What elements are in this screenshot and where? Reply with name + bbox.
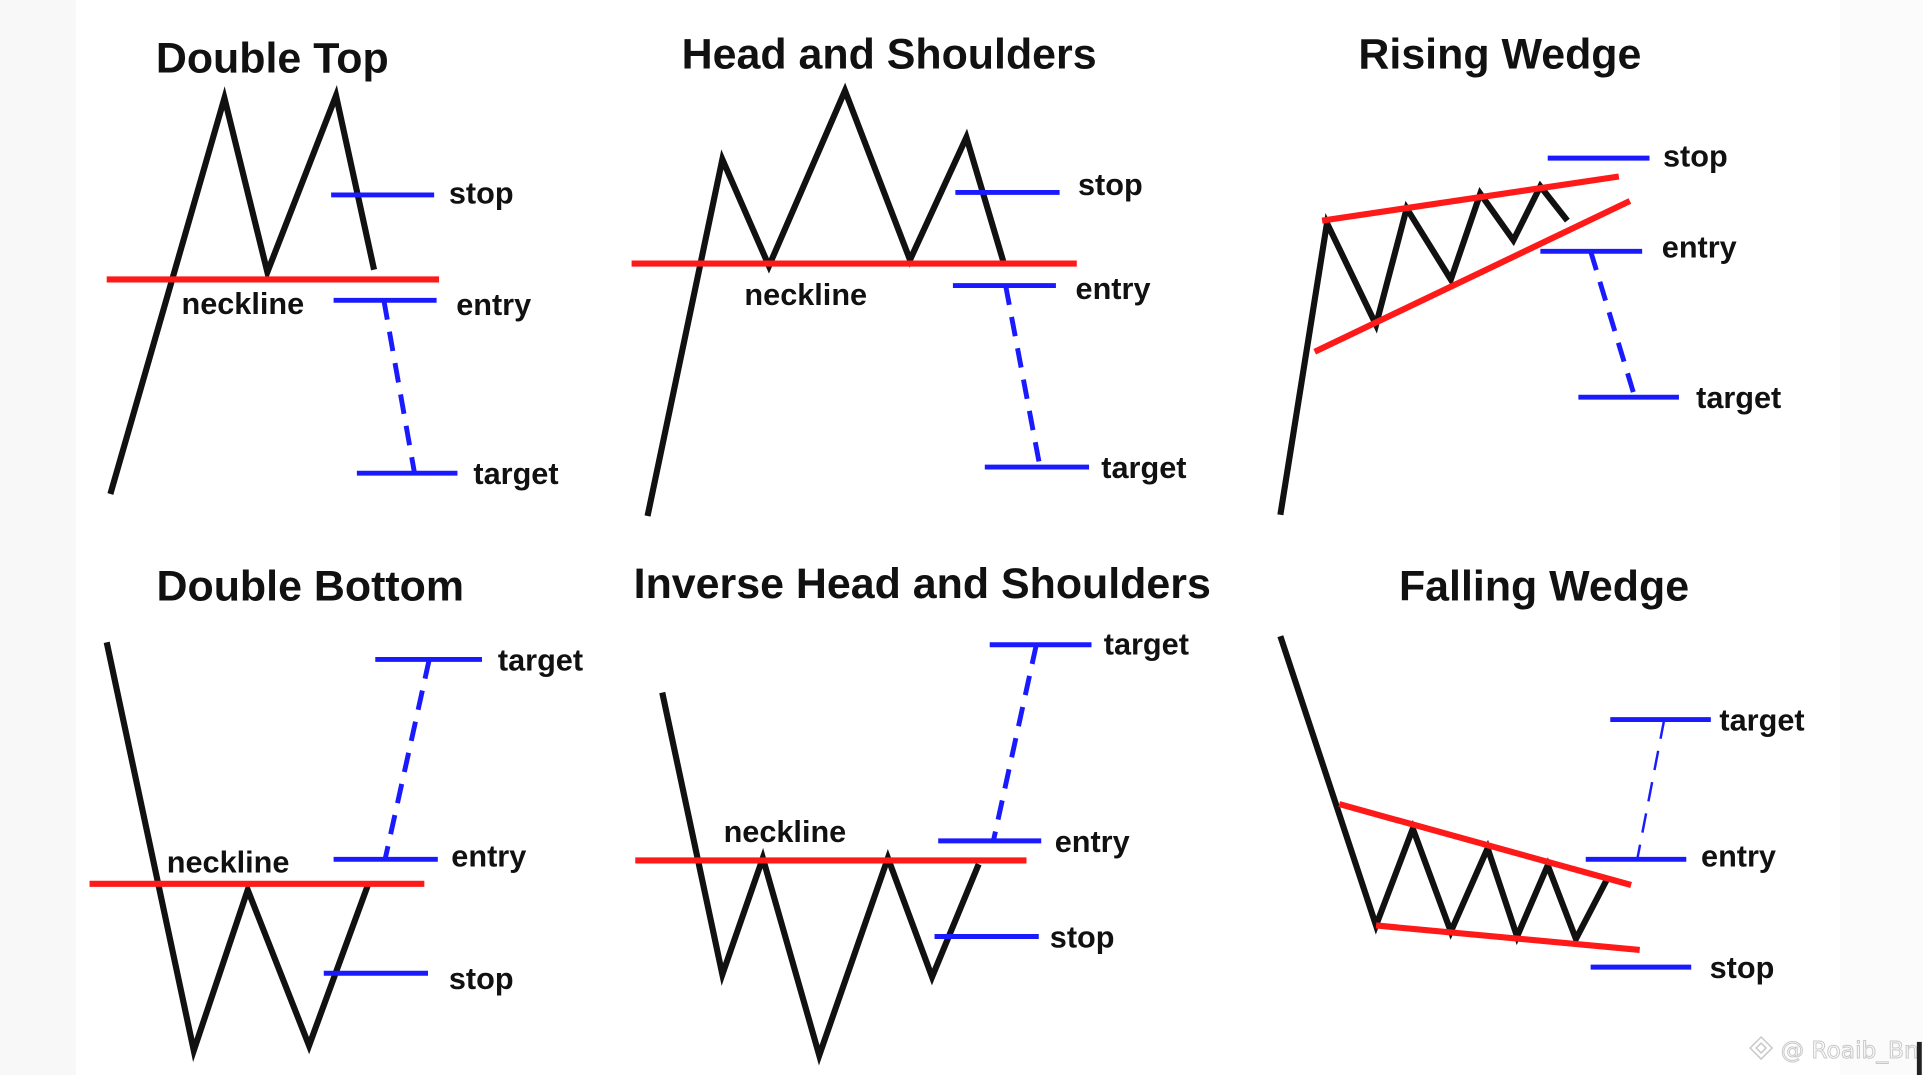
- watermark: @ Roaib_Bn: [1749, 1035, 1919, 1064]
- lower-trendline: [1313, 198, 1632, 355]
- entry-label: entry: [1662, 230, 1737, 264]
- pattern-title: Double Bottom: [157, 563, 465, 611]
- target-label: target: [1101, 451, 1186, 485]
- stop-label: stop: [1710, 951, 1775, 985]
- price-line: [659, 691, 982, 1066]
- left-margin: [0, 0, 77, 1075]
- upper-trendline: [1338, 801, 1632, 888]
- entry-label: entry: [1076, 272, 1151, 306]
- target-label: target: [1696, 381, 1781, 415]
- entry-label: entry: [456, 288, 531, 322]
- price-line: [644, 82, 1007, 517]
- neckline-label: neckline: [167, 846, 290, 880]
- neckline-label: neckline: [744, 278, 867, 312]
- pattern-title: Head and Shoulders: [682, 31, 1097, 79]
- right-margin: [1839, 0, 1923, 1075]
- target-label: target: [1104, 628, 1189, 662]
- target-projection-dashed-line: [1636, 719, 1666, 860]
- entry-label: entry: [1055, 825, 1130, 859]
- pattern-title: Rising Wedge: [1358, 31, 1641, 79]
- price-line: [107, 85, 378, 495]
- pattern-title: Double Top: [156, 34, 389, 82]
- price-line: [1277, 180, 1570, 516]
- pattern-falling-wedge: Falling Wedge target entry stop: [1277, 563, 1805, 985]
- upper-trendline: [1321, 173, 1620, 224]
- pattern-double-bottom: Double Bottom neckline target entry stop: [89, 563, 583, 1063]
- price-line: [103, 641, 371, 1063]
- watermark-text: @ Roaib_Bn: [1781, 1037, 1919, 1064]
- pattern-double-top: Double Top neckline stop entry target: [106, 34, 559, 495]
- pattern-inverse-head-and-shoulders: Inverse Head and Shoulders neckline target…: [634, 560, 1211, 1066]
- pattern-head-and-shoulders: Head and Shoulders neckline stop entry targe…: [631, 31, 1186, 517]
- pattern-rising-wedge: Rising Wedge stop entry target: [1277, 31, 1781, 516]
- lower-trendline: [1375, 922, 1640, 954]
- stop-label: stop: [1078, 168, 1143, 202]
- stop-label: stop: [449, 962, 514, 996]
- pattern-title: Falling Wedge: [1399, 563, 1689, 611]
- entry-label: entry: [1701, 840, 1776, 874]
- target-projection-dashed-line: [990, 644, 1039, 842]
- stop-label: stop: [1663, 140, 1728, 174]
- target-projection-dashed-line: [381, 299, 417, 474]
- target-label: target: [473, 457, 558, 491]
- target-projection-dashed-line: [382, 658, 432, 860]
- target-label: target: [1719, 704, 1804, 738]
- target-projection-dashed-line: [1588, 250, 1638, 398]
- stop-label: stop: [1050, 921, 1115, 955]
- neckline-label: neckline: [724, 815, 847, 849]
- pattern-title: Inverse Head and Shoulders: [634, 560, 1211, 608]
- target-label: target: [498, 644, 583, 678]
- neckline-label: neckline: [182, 287, 305, 321]
- edge-bar: [1916, 1041, 1922, 1075]
- entry-label: entry: [451, 840, 526, 874]
- stop-label: stop: [449, 176, 514, 210]
- binance-logo-icon: [1749, 1035, 1774, 1061]
